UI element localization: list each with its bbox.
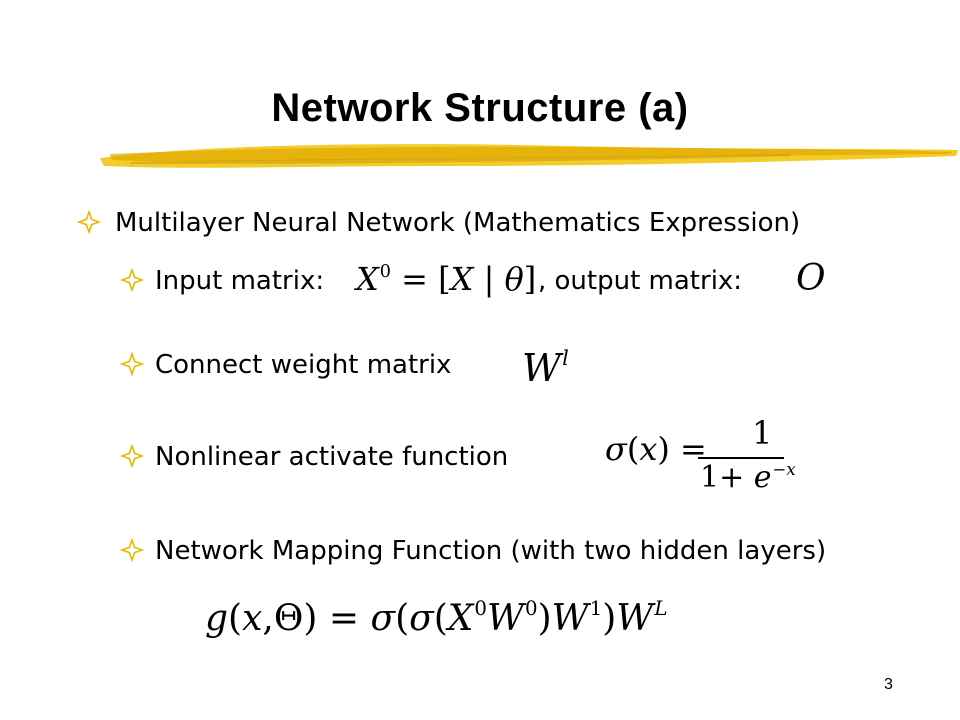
bullet-mapping-label: Network Mapping Function (with two hidde…	[155, 536, 827, 566]
star-outline-icon	[77, 210, 101, 234]
mapping-formula: g(x,Θ) = σ(σ(X0W0)W1)WL	[205, 597, 668, 639]
bullet-multilayer: Multilayer Neural Network (Mathematics E…	[115, 208, 801, 238]
star-outline-icon	[120, 444, 144, 468]
star-outline-icon	[120, 538, 144, 562]
slide-title: Network Structure (a)	[271, 86, 689, 130]
title-underline-brush	[100, 144, 958, 168]
star-outline-icon	[120, 352, 144, 376]
sigmoid-fraction-bar	[698, 457, 784, 459]
page-number: 3	[884, 676, 893, 693]
bullet-input-label: Input matrix:	[155, 266, 325, 296]
bullet-activation-label: Nonlinear activate function	[155, 442, 509, 472]
sigmoid-numerator: 1	[752, 414, 773, 452]
sigmoid-denominator: 1+ e−x	[700, 459, 796, 495]
bullet-output-label: , output matrix:	[538, 266, 743, 296]
input-matrix-formula: X0 = [X | θ]	[356, 260, 537, 298]
bullet-weight-label: Connect weight matrix	[155, 350, 452, 380]
sigmoid-lhs: σ(x) =	[605, 430, 707, 468]
star-outline-icon	[120, 268, 144, 292]
output-matrix-formula: O	[796, 258, 826, 299]
weight-matrix-formula: Wl	[522, 346, 569, 390]
